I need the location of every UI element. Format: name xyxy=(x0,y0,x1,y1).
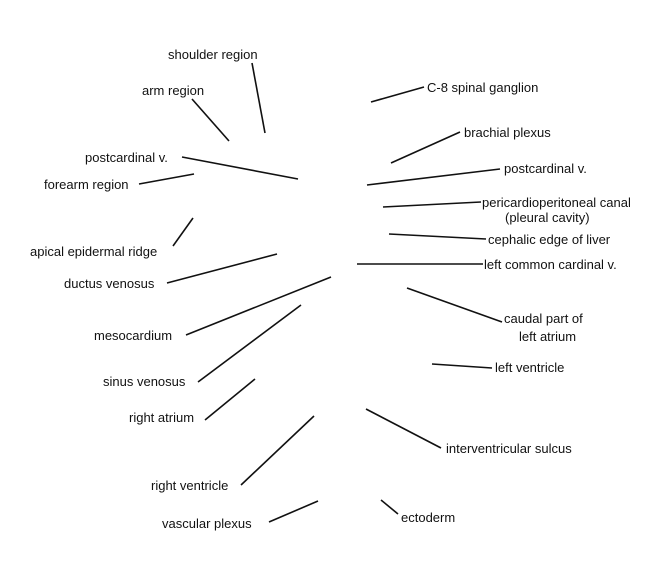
leader-postcardinal-right xyxy=(366,168,501,186)
leader-interventricular-sulcus xyxy=(365,408,442,449)
label-interventricular-sulcus: interventricular sulcus xyxy=(446,441,572,456)
label-brachial-plexus: brachial plexus xyxy=(464,125,551,140)
leader-vascular-plexus xyxy=(268,500,319,523)
label-ductus-venosus: ductus venosus xyxy=(64,276,155,291)
label-arm-region: arm region xyxy=(142,83,204,98)
leader-cephalic-edge-liver xyxy=(388,233,487,240)
label-forearm-region: forearm region xyxy=(44,177,129,192)
leader-shoulder-region xyxy=(251,62,266,134)
leader-right-ventricle xyxy=(240,415,315,486)
leader-pericardioperitoneal xyxy=(382,201,482,208)
leader-ductus-venosus xyxy=(166,253,278,284)
leader-caudal-left-atrium xyxy=(406,287,503,323)
label-pericardioperitoneal-line1: pericardioperitoneal canal xyxy=(482,195,631,210)
leader-sinus-venosus xyxy=(197,304,302,383)
label-right-atrium: right atrium xyxy=(129,410,194,425)
label-left-ventricle: left ventricle xyxy=(495,360,564,375)
label-c8-spinal-ganglion: C-8 spinal ganglion xyxy=(427,80,538,95)
leader-mesocardium xyxy=(185,276,332,336)
label-pericardioperitoneal-line2: (pleural cavity) xyxy=(505,210,590,225)
label-left-common-cardinal: left common cardinal v. xyxy=(484,257,617,272)
leader-left-ventricle xyxy=(431,363,493,369)
labels: shoulder region arm region postcardinal … xyxy=(30,47,631,531)
label-postcardinal-right: postcardinal v. xyxy=(504,161,587,176)
label-ectoderm: ectoderm xyxy=(401,510,455,525)
leader-lines xyxy=(138,62,503,523)
leader-brachial-plexus xyxy=(390,131,461,164)
leader-ectoderm xyxy=(380,499,399,515)
label-shoulder-region: shoulder region xyxy=(168,47,258,62)
label-apical-epidermal-ridge: apical epidermal ridge xyxy=(30,244,157,259)
leader-apical-epidermal-ridge xyxy=(172,217,194,247)
leader-forearm-region xyxy=(138,173,195,185)
label-right-ventricle: right ventricle xyxy=(151,478,228,493)
label-caudal-part-line1: caudal part of xyxy=(504,311,583,326)
label-sinus-venosus: sinus venosus xyxy=(103,374,186,389)
leader-right-atrium xyxy=(204,378,256,421)
leader-postcardinal-left xyxy=(181,156,299,180)
label-postcardinal-left: postcardinal v. xyxy=(85,150,168,165)
label-cephalic-edge-liver: cephalic edge of liver xyxy=(488,232,611,247)
leader-c8-spinal-ganglion xyxy=(370,86,425,103)
label-caudal-part-line2: left atrium xyxy=(519,329,576,344)
label-mesocardium: mesocardium xyxy=(94,328,172,343)
leader-arm-region xyxy=(191,98,230,142)
label-vascular-plexus: vascular plexus xyxy=(162,516,252,531)
